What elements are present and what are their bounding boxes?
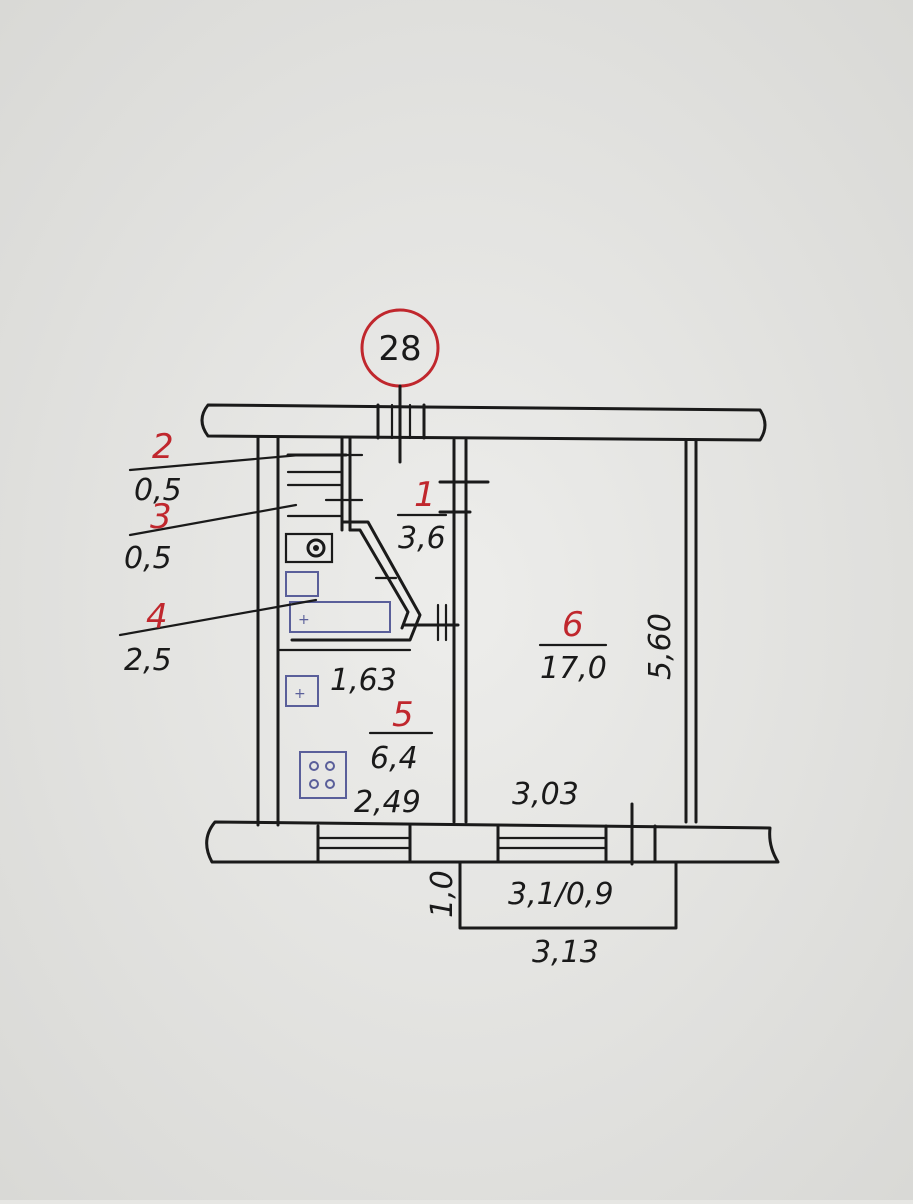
- room-label-1: 1 3,6: [398, 475, 446, 556]
- balcony: [458, 860, 678, 930]
- leader-lines: [118, 453, 318, 637]
- bathroom-angled-wall: [278, 520, 460, 652]
- dimension-balcony-depth: 1,0: [425, 870, 460, 918]
- room-number-5: 5: [392, 695, 414, 735]
- room-label-4: 4 2,5: [124, 597, 172, 678]
- dimension-kitchen-width-top: 1,63: [330, 663, 397, 698]
- label-fraction-bars: [368, 513, 608, 735]
- svg-text:+: +: [294, 686, 306, 702]
- interior-partition: [438, 438, 490, 824]
- room-number-3: 3: [150, 497, 172, 537]
- right-wall: [684, 438, 698, 824]
- room-number-6: 6: [562, 605, 584, 645]
- dimension-balcony-area: 3,1/0,9: [508, 877, 614, 912]
- room-area-5: 6,4: [370, 741, 418, 776]
- room-number-1: 1: [414, 475, 436, 515]
- svg-text:+: +: [298, 612, 310, 628]
- room-area-4: 2,5: [124, 643, 172, 678]
- room-area-2: 0,5: [134, 473, 182, 508]
- room-label-3: 3 0,5: [124, 497, 172, 576]
- dimension-balcony-length: 3,13: [532, 935, 599, 970]
- dimension-room-depth: 5,60: [643, 613, 678, 680]
- room-label-2: 2 0,5: [134, 427, 182, 508]
- dimension-room-width: 3,03: [512, 777, 579, 812]
- apartment-number-marker: 28: [360, 308, 440, 464]
- room-number-2: 2: [152, 427, 174, 467]
- room-area-1: 3,6: [398, 521, 446, 556]
- top-exterior-wall: [200, 403, 767, 442]
- fixtures: + +: [284, 532, 391, 799]
- apartment-number: 28: [378, 329, 421, 369]
- room-label-6: 6 17,0: [540, 605, 607, 686]
- bottom-exterior-wall: [205, 802, 780, 866]
- room-number-4: 4: [146, 597, 168, 637]
- room-label-5: 5 6,4: [370, 695, 418, 776]
- room-area-6: 17,0: [540, 651, 607, 686]
- room-area-3: 0,5: [124, 541, 172, 576]
- left-wall: [256, 436, 280, 827]
- dimension-labels: 1,63 2,49 3,03 5,60 3,1/0,9 1,0 3,13: [330, 613, 678, 970]
- dimension-kitchen-width-bottom: 2,49: [354, 785, 421, 820]
- stove-icon: [299, 751, 347, 799]
